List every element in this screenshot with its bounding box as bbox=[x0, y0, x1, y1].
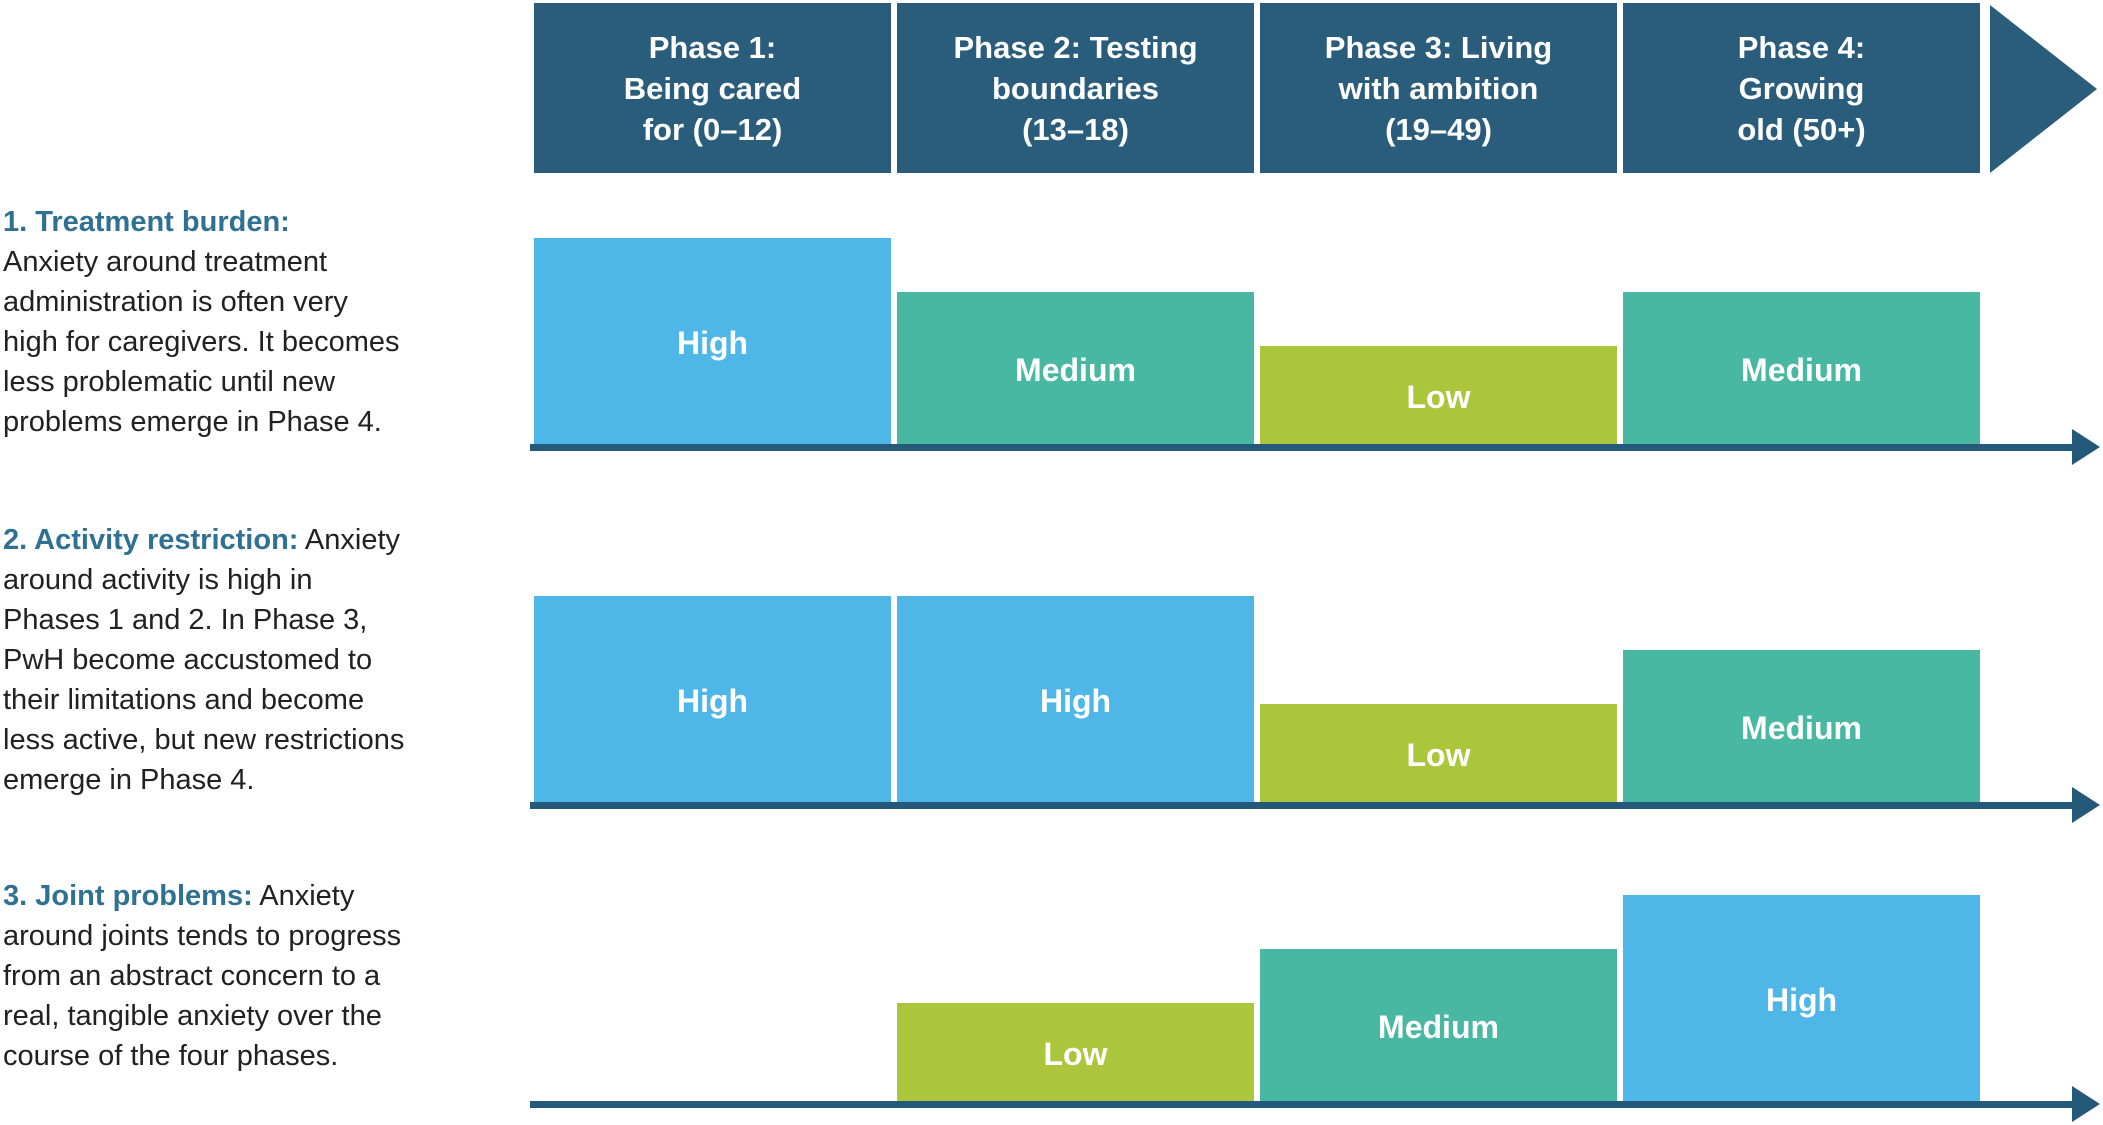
bar-label: Medium bbox=[1741, 351, 1862, 388]
bar-label: Low bbox=[1043, 1035, 1108, 1072]
phase-1-header-box: Phase 1: Being cared for (0–12) bbox=[534, 3, 891, 173]
note-activity-restriction: 2. Activity restriction: Anxiety around … bbox=[3, 520, 525, 800]
bar-label: High bbox=[676, 324, 749, 361]
phase-4-label: Phase 4: Growing old (50+) bbox=[1737, 29, 1866, 147]
note-treatment-burden-body: Anxiety around treatment administration … bbox=[3, 246, 400, 438]
bar-label: Medium bbox=[1741, 709, 1862, 746]
note-joint-problems-title: 3. Joint problems: bbox=[3, 880, 253, 912]
bar-treatment-phase1-high: High bbox=[534, 238, 891, 448]
phase-3-label: Phase 3: Living with ambition (19–49) bbox=[1324, 29, 1553, 147]
note-joint-problems: 3. Joint problems: Anxiety around joints… bbox=[3, 876, 525, 1076]
phase-2-label: Phase 2: Testing boundaries (13–18) bbox=[953, 29, 1198, 147]
axis-arrowhead-icon-row2 bbox=[2072, 787, 2100, 823]
phase-3-header-box: Phase 3: Living with ambition (19–49) bbox=[1260, 3, 1617, 173]
note-treatment-burden: 1. Treatment burden: Anxiety around trea… bbox=[3, 202, 525, 442]
bar-joints-phase4-high: High bbox=[1623, 895, 1980, 1105]
bar-label: Low bbox=[1406, 378, 1471, 415]
bar-activity-phase2-high: High bbox=[897, 596, 1254, 806]
note-activity-restriction-title: 2. Activity restriction: bbox=[3, 524, 299, 556]
bar-label: High bbox=[1765, 981, 1838, 1018]
note-activity-restriction-body: Anxiety around activity is high in Phase… bbox=[3, 524, 405, 796]
bar-label: High bbox=[1039, 682, 1112, 719]
axis-arrowhead-icon-row3 bbox=[2072, 1086, 2100, 1122]
bar-activity-phase3-low: Low bbox=[1260, 704, 1617, 806]
bar-label: Medium bbox=[1378, 1008, 1499, 1045]
axis-line-row1 bbox=[530, 444, 2078, 451]
note-treatment-burden-title: 1. Treatment burden: bbox=[3, 206, 290, 238]
bar-label: High bbox=[676, 682, 749, 719]
axis-arrowhead-icon-row1 bbox=[2072, 429, 2100, 465]
bar-treatment-phase4-medium: Medium bbox=[1623, 292, 1980, 448]
note-joint-problems-body: Anxiety around joints tends to progress … bbox=[3, 880, 402, 1072]
bar-label: Low bbox=[1406, 736, 1471, 773]
bar-joints-phase3-medium: Medium bbox=[1260, 949, 1617, 1105]
axis-line-row2 bbox=[530, 802, 2078, 809]
phase-1-label: Phase 1: Being cared for (0–12) bbox=[623, 29, 802, 147]
bar-activity-phase1-high: High bbox=[534, 596, 891, 806]
axis-line-row3 bbox=[530, 1101, 2078, 1108]
bar-treatment-phase3-low: Low bbox=[1260, 346, 1617, 448]
phase-2-header-box: Phase 2: Testing boundaries (13–18) bbox=[897, 3, 1254, 173]
bar-treatment-phase2-medium: Medium bbox=[897, 292, 1254, 448]
bar-activity-phase4-medium: Medium bbox=[1623, 650, 1980, 806]
timeline-arrowhead-icon bbox=[1990, 5, 2097, 173]
bar-label: Medium bbox=[1015, 351, 1136, 388]
phase-4-header-box: Phase 4: Growing old (50+) bbox=[1623, 3, 1980, 173]
bar-joints-phase2-low: Low bbox=[897, 1003, 1254, 1105]
